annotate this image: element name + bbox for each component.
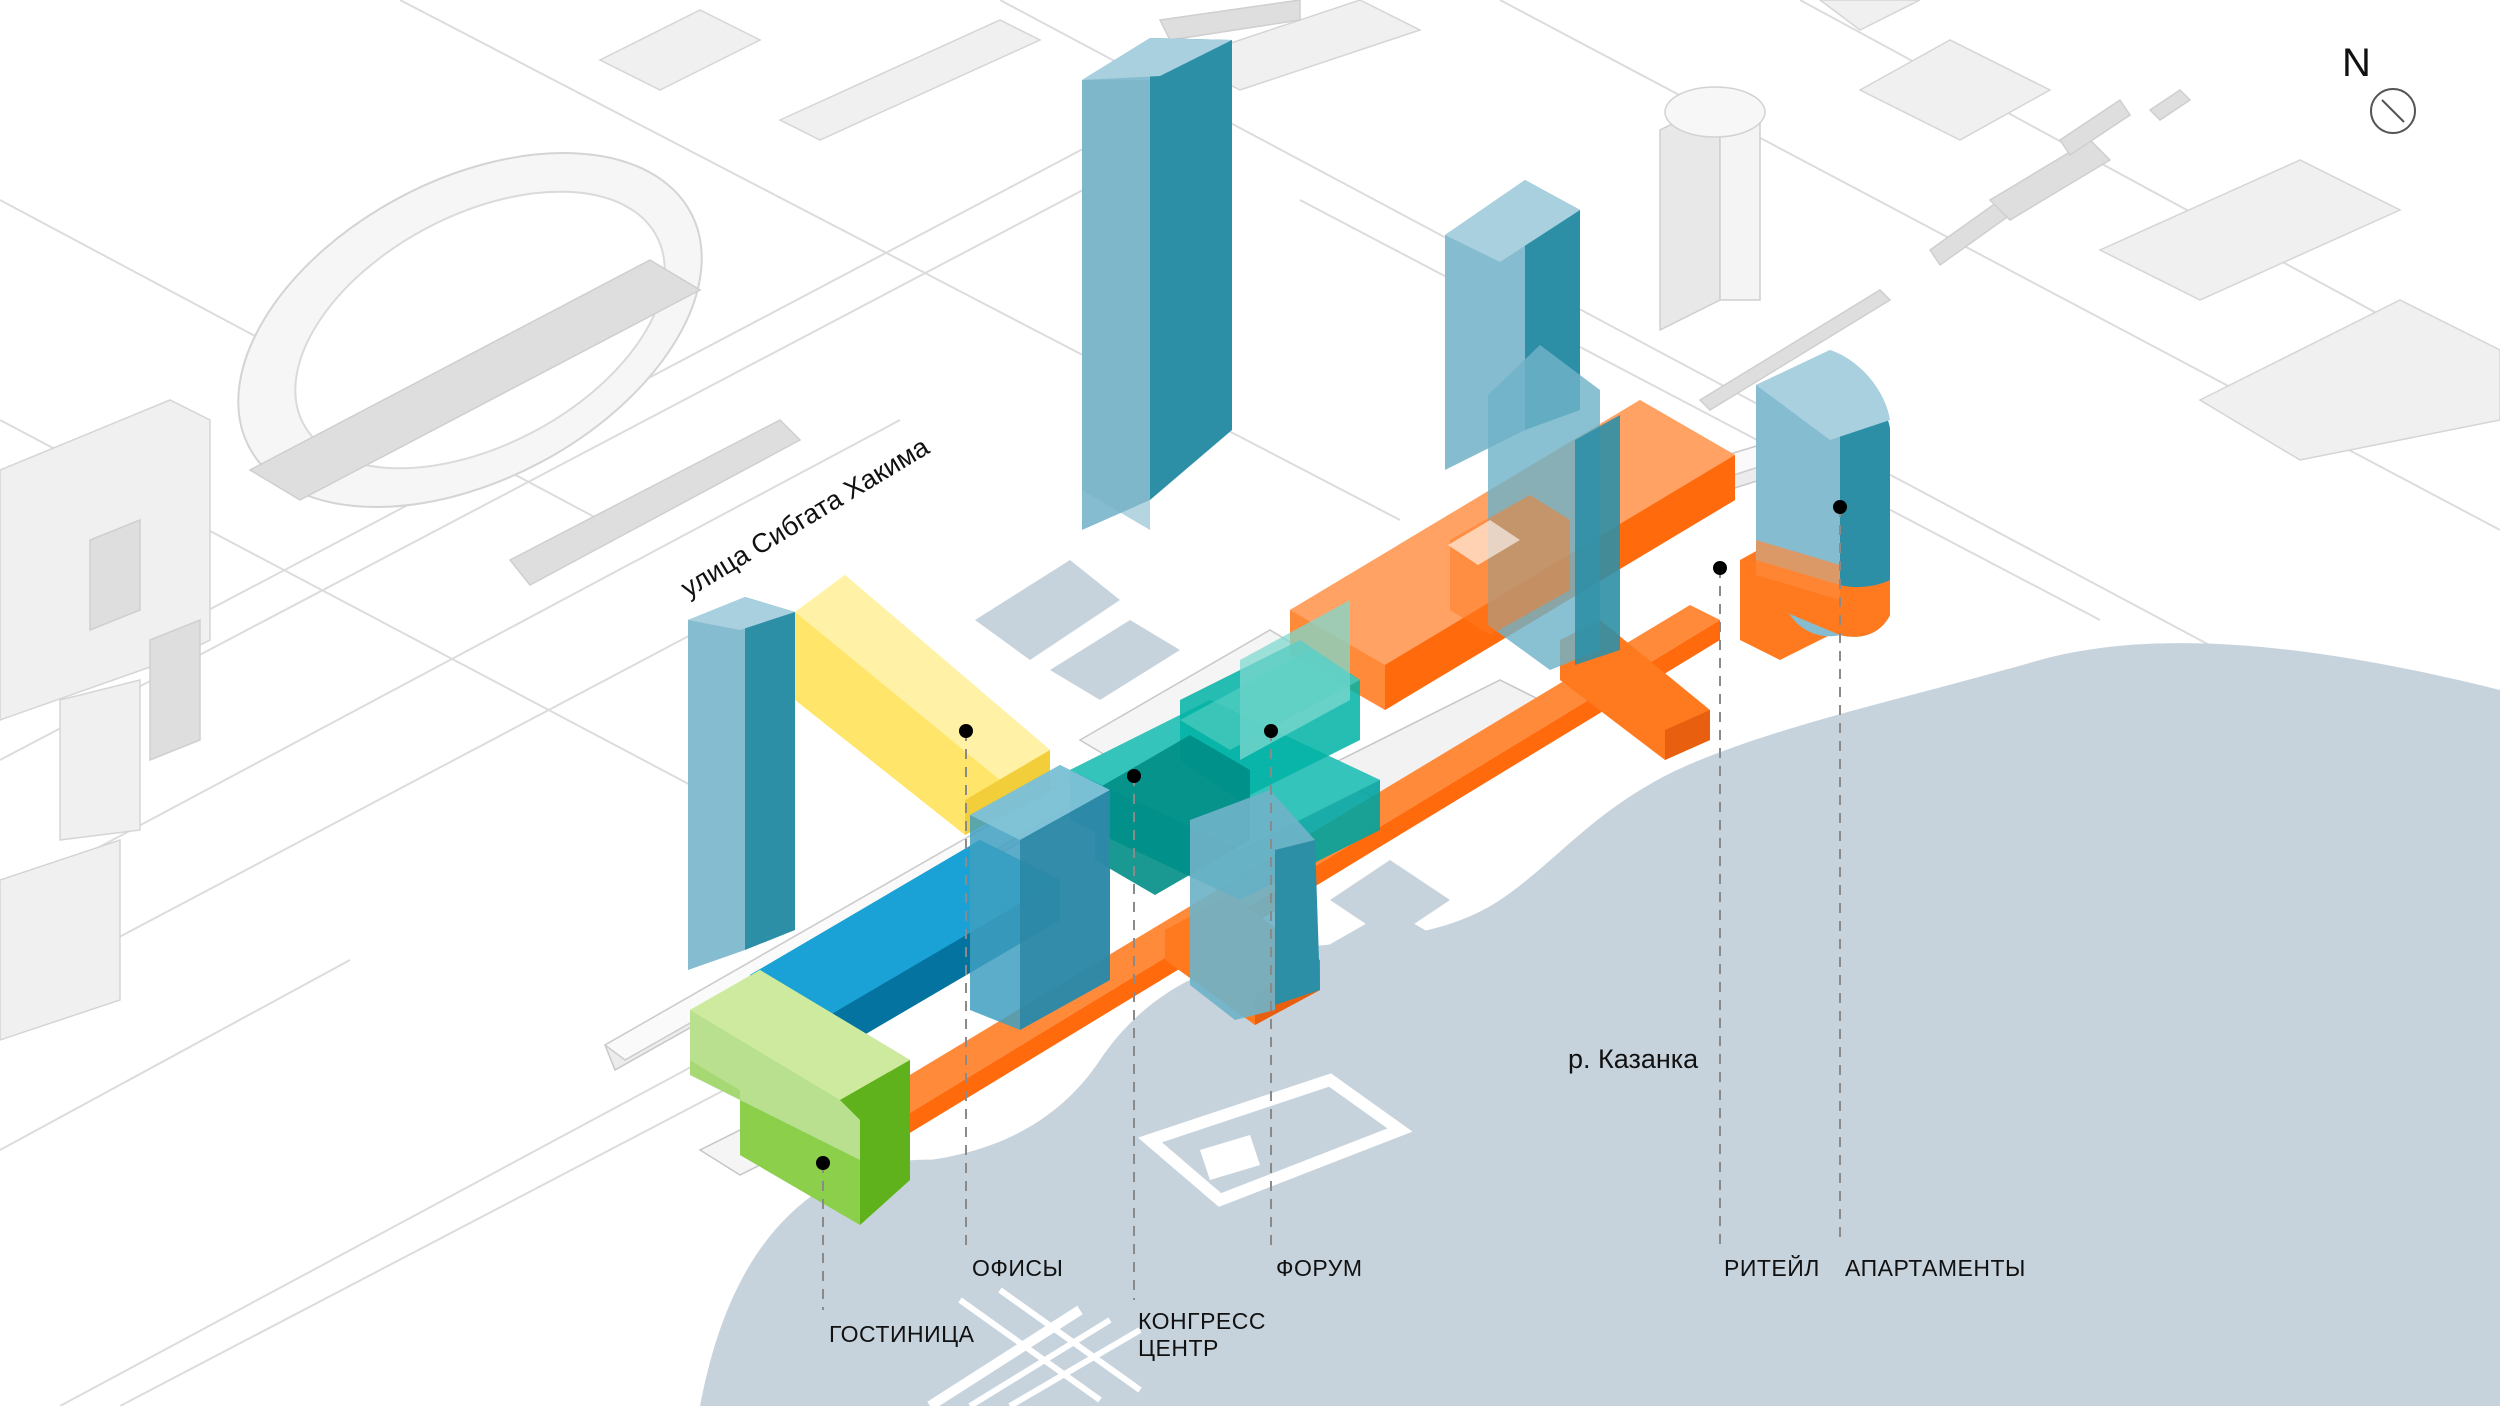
context-tower	[1659, 86, 1766, 332]
offices-dot	[959, 724, 973, 738]
label-hotel: ГОСТИНИЦА	[829, 1321, 975, 1347]
label-congress-line1: КОНГРЕСС	[1138, 1308, 1266, 1334]
tower-left	[688, 597, 795, 970]
retail-dot	[1713, 561, 1727, 575]
label-offices: ОФИСЫ	[972, 1255, 1063, 1281]
forum-dot	[1264, 724, 1278, 738]
hotel-dot	[816, 1156, 830, 1170]
north-circle-icon	[2370, 88, 2416, 134]
apartments-dot	[1833, 500, 1847, 514]
tower-forum	[1190, 790, 1320, 1020]
label-congress-line2: ЦЕНТР	[1138, 1335, 1219, 1361]
tower-mid-glass	[1448, 345, 1620, 670]
function-dots	[816, 500, 1847, 1170]
label-forum: ФОРУМ	[1276, 1255, 1362, 1281]
north-indicator: N	[2342, 41, 2416, 134]
stadium	[237, 152, 802, 586]
tower-apartments	[1756, 350, 1890, 637]
north-label: N	[2342, 41, 2371, 85]
label-apartments: АПАРТАМЕНТЫ	[1845, 1255, 2026, 1281]
river-label: р. Казанка	[1568, 1044, 1699, 1074]
tower-congress-glass	[970, 765, 1110, 1030]
congress-dot	[1127, 769, 1141, 783]
tower-central	[1082, 38, 1232, 530]
river-kazanka	[700, 643, 2500, 1406]
plaza-tiles	[975, 560, 1460, 990]
hotel-block	[690, 970, 910, 1225]
leader-lines	[822, 507, 1841, 1310]
label-retail: РИТЕЙЛ	[1724, 1254, 1820, 1281]
